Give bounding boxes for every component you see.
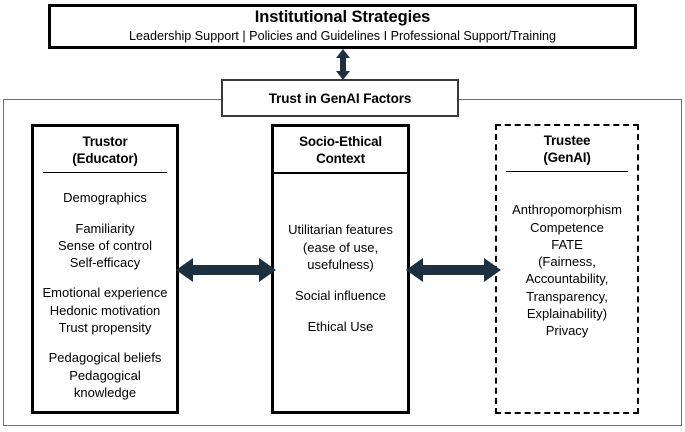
column-socio-ethical-context: Socio-Ethical Context Utilitarian featur… xyxy=(271,124,410,414)
list-item: Pedagogical beliefs xyxy=(48,350,162,366)
column-trustor: Trustor (Educator) Demographics Familiar… xyxy=(31,124,179,414)
column-socio-title-line1: Socio-Ethical xyxy=(299,134,382,149)
trust-in-genai-factors-label: Trust in GenAI Factors xyxy=(268,90,412,106)
column-trustee: Trustee (GenAI) Anthropomorphism Compete… xyxy=(495,124,639,414)
double-headed-horizontal-arrow-icon-left xyxy=(176,255,276,285)
column-trustee-title-line2: (GenAI) xyxy=(543,150,591,166)
socio-group-3: Ethical Use xyxy=(277,318,404,335)
list-item: Anthropomorphism xyxy=(512,202,622,218)
list-item: (Fairness, xyxy=(538,254,596,270)
list-item: Self-efficacy xyxy=(69,255,141,271)
column-trustee-header: Trustee (GenAI) xyxy=(497,126,637,171)
column-trustee-body: Anthropomorphism Competence FATE (Fairne… xyxy=(497,172,637,412)
list-item: Trust propensity xyxy=(58,320,152,335)
institutional-strategies-box: Institutional Strategies Leadership Supp… xyxy=(48,4,637,49)
column-trustor-header: Trustor (Educator) xyxy=(34,127,176,172)
trustor-group-1: Demographics xyxy=(37,189,173,206)
socio-group-2: Social influence xyxy=(277,287,404,304)
trustee-group-1: Anthropomorphism Competence FATE (Fairne… xyxy=(500,201,634,339)
list-item: Transparency, xyxy=(526,288,608,304)
column-socio-body: Utilitarian features (ease of use, usefu… xyxy=(274,174,407,411)
list-item: (ease of use, xyxy=(302,239,379,255)
list-item: Familiarity xyxy=(75,220,135,236)
list-item: Emotional experience xyxy=(42,285,168,301)
list-item: Demographics xyxy=(63,190,147,206)
column-trustee-divider xyxy=(506,171,628,173)
column-trustor-divider xyxy=(43,172,167,174)
column-trustee-title-line1: Trustee xyxy=(543,133,591,148)
list-item: Sense of control xyxy=(58,237,152,253)
column-socio-header: Socio-Ethical Context xyxy=(274,127,407,172)
column-trustor-title-line2: (Educator) xyxy=(72,151,138,167)
list-item: usefulness) xyxy=(307,256,374,272)
column-trustor-body: Demographics Familiarity Sense of contro… xyxy=(34,173,176,411)
list-item: Hedonic motivation xyxy=(49,302,161,318)
trustor-group-3: Emotional experience Hedonic motivation … xyxy=(37,284,173,336)
list-item: knowledge xyxy=(73,384,137,400)
list-item: Accountability, xyxy=(525,271,609,287)
list-item: Pedagogical xyxy=(69,367,141,383)
column-socio-divider xyxy=(273,172,408,175)
socio-group-1: Utilitarian features (ease of use, usefu… xyxy=(277,221,404,273)
trustor-group-2: Familiarity Sense of control Self-effica… xyxy=(37,220,173,272)
trustor-group-4: Pedagogical beliefs Pedagogical knowledg… xyxy=(37,349,173,401)
column-trustor-title-line1: Trustor xyxy=(82,134,128,149)
list-item: Ethical Use xyxy=(307,319,374,335)
list-item: FATE xyxy=(551,236,583,252)
institutional-strategies-title: Institutional Strategies xyxy=(254,8,431,27)
trust-in-genai-factors-box: Trust in GenAI Factors xyxy=(221,79,459,117)
list-item: Utilitarian features xyxy=(288,222,393,238)
list-item: Social influence xyxy=(294,288,387,304)
institutional-strategies-subtitle: Leadership Support | Policies and Guidel… xyxy=(128,29,557,44)
double-headed-horizontal-arrow-icon-right xyxy=(406,255,501,285)
list-item: Competence xyxy=(530,219,604,235)
list-item: Privacy xyxy=(545,323,589,339)
double-headed-vertical-arrow-icon xyxy=(333,49,353,80)
list-item: Explainability) xyxy=(526,306,608,321)
column-socio-title-line2: Context xyxy=(316,151,365,167)
